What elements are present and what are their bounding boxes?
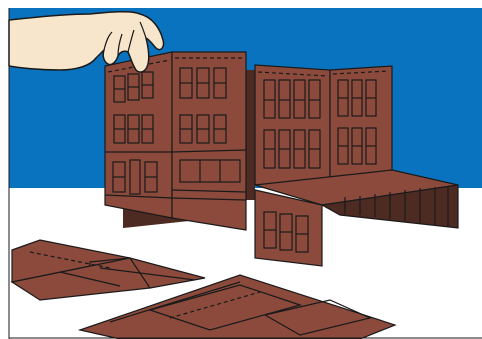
left-building-facade [105, 52, 246, 230]
hand-icon [9, 12, 163, 72]
cut-out-panel-left [12, 240, 205, 300]
